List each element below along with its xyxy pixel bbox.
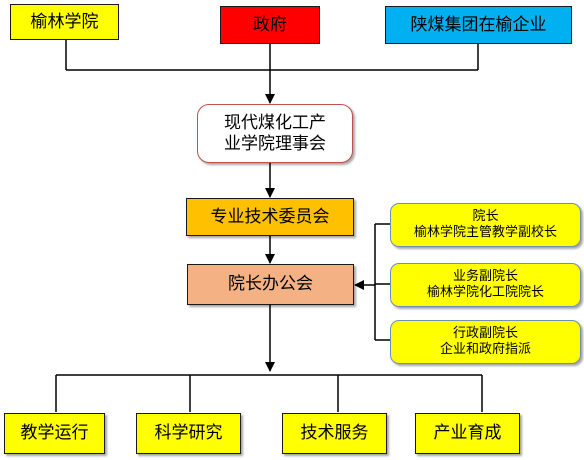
member-admin-vice-desc: 企业和政府指派 — [439, 342, 531, 357]
council-label-line2: 业学院理事会 — [224, 133, 326, 154]
government-label: 政府 — [253, 14, 287, 35]
function-teaching-label: 教学运行 — [20, 423, 89, 444]
yulin-college-box: 榆林学院 — [10, 4, 119, 40]
function-research-box: 科学研究 — [136, 413, 241, 454]
function-research-label: 科学研究 — [154, 423, 223, 444]
council-box: 现代煤化工产 业学院理事会 — [197, 104, 353, 163]
member-business-vice-desc: 榆林学院化工院院长 — [426, 285, 544, 300]
government-box: 政府 — [220, 6, 320, 44]
function-service-box: 技术服务 — [282, 413, 387, 454]
shaanxi-coal-box: 陕煤集团在榆企业 — [385, 6, 572, 44]
member-admin-vice-title: 行政副院长 — [452, 326, 518, 342]
function-industry-box: 产业育成 — [415, 413, 520, 454]
yulin-college-label: 榆林学院 — [30, 11, 99, 32]
dean-meeting-label: 院长办公会 — [228, 274, 313, 295]
shaanxi-coal-label: 陕煤集团在榆企业 — [410, 14, 547, 35]
member-admin-vice-box: 行政副院长 企业和政府指派 — [390, 320, 581, 364]
member-dean-desc: 榆林学院主管教学副校长 — [413, 225, 557, 240]
member-business-vice-title: 业务副院长 — [452, 269, 518, 285]
member-dean-title: 院长 — [472, 209, 499, 225]
council-label-line1: 现代煤化工产 — [224, 113, 326, 134]
function-service-label: 技术服务 — [300, 423, 369, 444]
dean-meeting-box: 院长办公会 — [187, 264, 354, 305]
function-teaching-box: 教学运行 — [4, 413, 105, 454]
member-dean-box: 院长 榆林学院主管教学副校长 — [390, 203, 581, 247]
committee-box: 专业技术委员会 — [186, 198, 354, 236]
committee-label: 专业技术委员会 — [210, 206, 330, 227]
function-industry-label: 产业育成 — [433, 423, 502, 444]
member-business-vice-box: 业务副院长 榆林学院化工院院长 — [390, 263, 581, 307]
